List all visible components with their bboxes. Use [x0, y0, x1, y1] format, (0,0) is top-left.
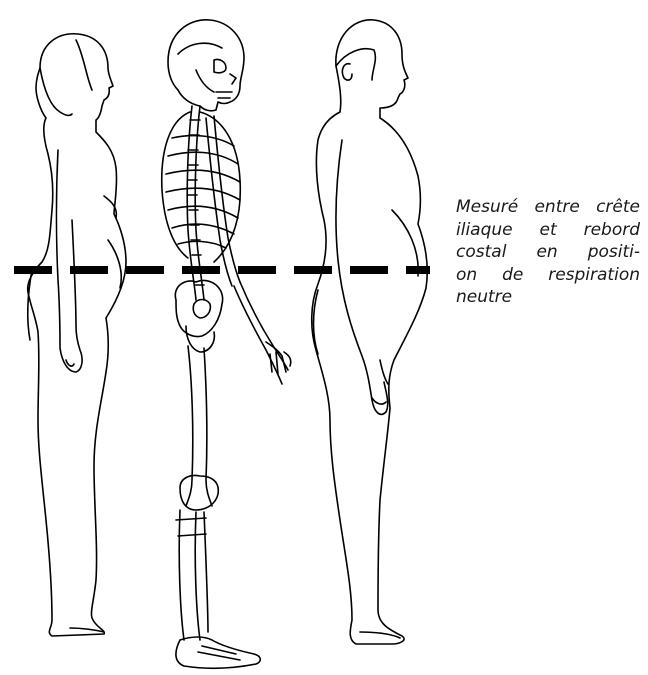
man-silhouette [312, 20, 428, 644]
skeleton [162, 20, 291, 668]
caption-line-3: costal en positi- [456, 241, 640, 264]
measurement-caption: Mesuré entre crête iliaque et rebord cos… [456, 196, 640, 309]
caption-line-1: Mesuré entre crête [456, 196, 640, 219]
caption-line-5: neutre [456, 286, 640, 309]
caption-line-4: on de respiration [456, 264, 640, 287]
woman-silhouette [28, 34, 126, 636]
caption-line-2: iliaque et rebord [456, 219, 640, 242]
